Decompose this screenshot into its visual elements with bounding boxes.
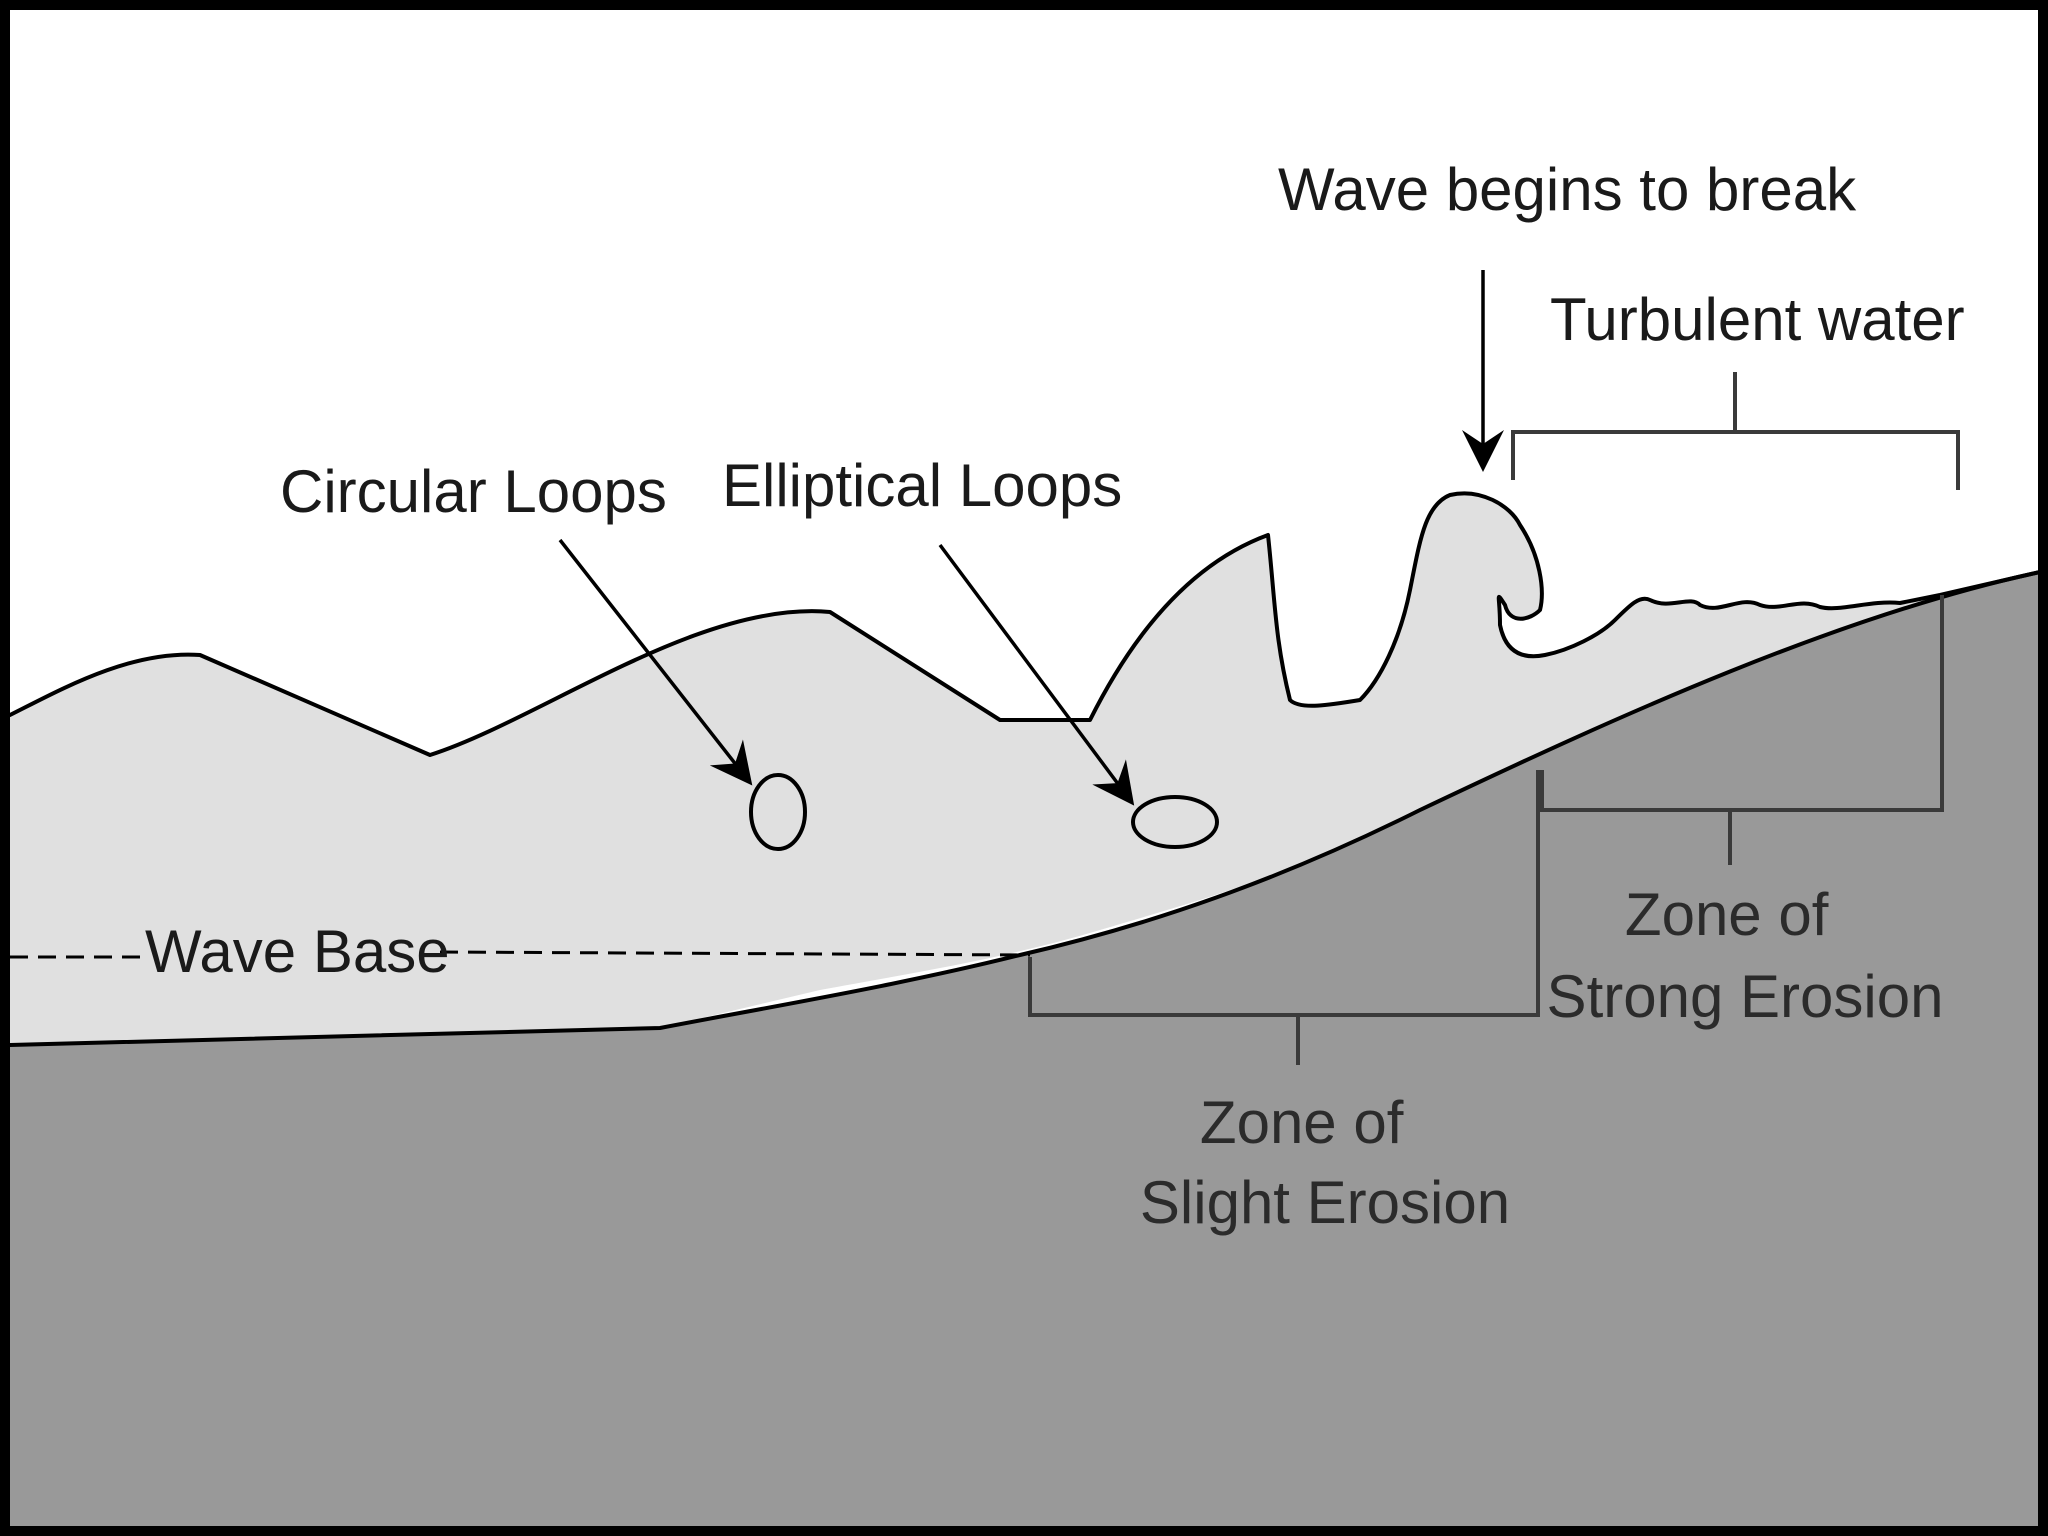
slight-erosion-label: Zone of Slight Erosion (1140, 1089, 1510, 1236)
seafloor (10, 572, 2040, 1530)
circular-loops-pointer (558, 538, 753, 786)
strong-erosion-line-2: Strong Erosion (1547, 963, 1944, 1030)
elliptical-loop (1131, 795, 1219, 849)
water-body (10, 493, 2040, 1045)
circular-loop (749, 773, 807, 851)
slight-erosion-bracket (1028, 770, 1540, 1065)
wave-breaks-label: Wave begins to break (1278, 156, 1857, 223)
strong-erosion-bracket (1540, 595, 1944, 865)
elliptical-loops-pointer (938, 543, 1135, 806)
seafloor-outline (8, 570, 2042, 1047)
strong-erosion-label: Zone of Strong Erosion (1547, 881, 1944, 1030)
water-surface (8, 491, 2042, 757)
wave-base-label: Wave Base (145, 918, 450, 985)
slight-erosion-line-1: Zone of (1200, 1089, 1404, 1156)
turbulent-water-label: Turbulent water (1550, 286, 1965, 353)
circular-loops-label: Circular Loops (280, 458, 667, 525)
turbulent-water-bracket (1511, 372, 1960, 490)
strong-erosion-line-1: Zone of (1625, 881, 1829, 948)
wave-base-line (10, 950, 1031, 959)
elliptical-loops-label: Elliptical Loops (722, 452, 1122, 519)
slight-erosion-line-2: Slight Erosion (1140, 1169, 1510, 1236)
wave-base-label-bg (142, 915, 440, 975)
